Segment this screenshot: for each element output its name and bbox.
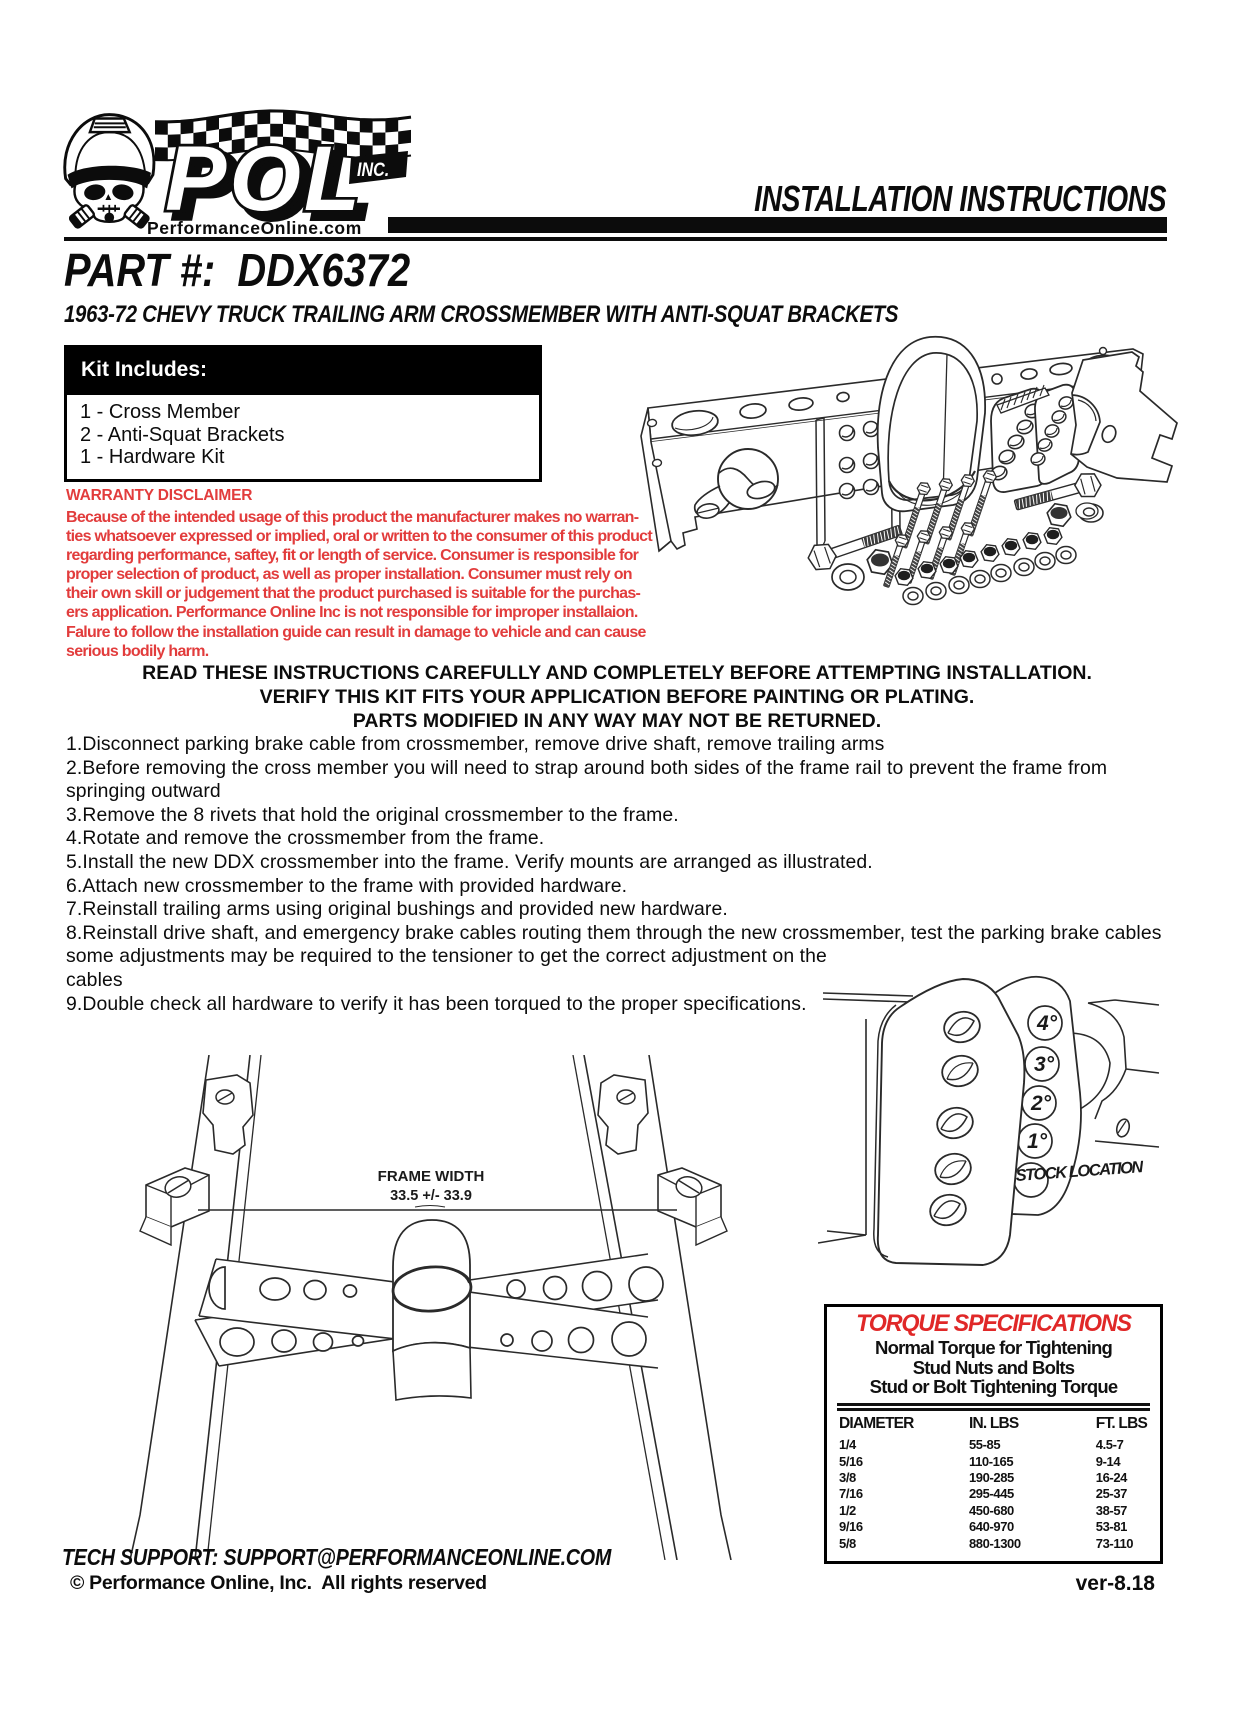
svg-text:33.5 +/- 33.9: 33.5 +/- 33.9 <box>390 1188 472 1204</box>
svg-text:3°: 3° <box>1034 1053 1055 1076</box>
svg-text:POL: POL <box>165 128 363 230</box>
svg-text:2°: 2° <box>1030 1092 1052 1115</box>
svg-text:INC.: INC. <box>357 159 389 181</box>
svg-text:PerformanceOnline.com: PerformanceOnline.com <box>147 218 362 238</box>
svg-text:4°: 4° <box>1036 1012 1058 1035</box>
svg-text:FRAME WIDTH: FRAME WIDTH <box>378 1168 485 1185</box>
svg-text:1°: 1° <box>1027 1130 1048 1153</box>
svg-text:POL: POL <box>174 135 372 237</box>
